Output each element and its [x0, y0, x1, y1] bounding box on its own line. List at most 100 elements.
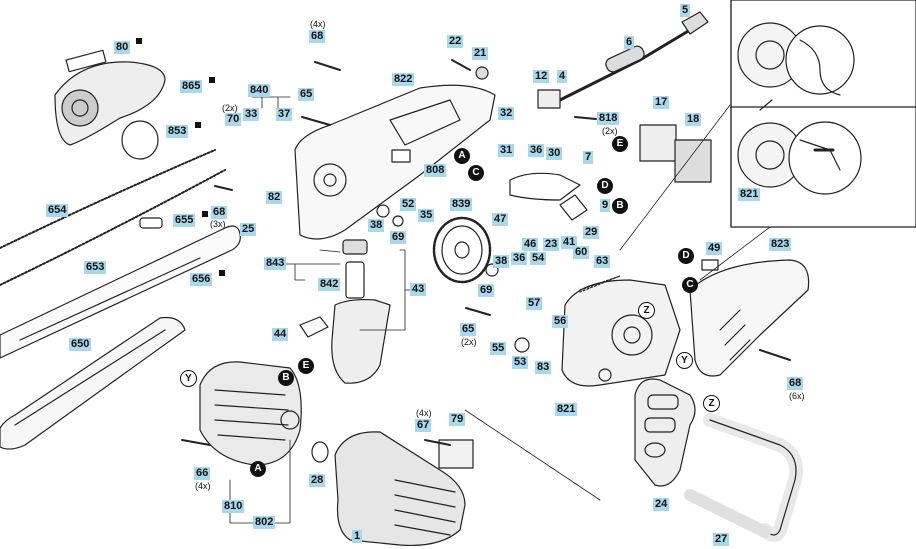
part-callout-22: 22 [447, 35, 464, 48]
part-callout-7: 7 [583, 151, 594, 164]
part-callout-6: 6 [624, 36, 635, 49]
part-callout-865: 865 [180, 80, 203, 93]
part-callout-68: 68 [309, 30, 326, 43]
part-callout-843: 843 [264, 257, 287, 270]
part-callout-842: 842 [318, 278, 341, 291]
drive-gear [432, 216, 492, 284]
part-callout-28: 28 [309, 474, 326, 487]
motor-ring [311, 441, 329, 463]
part-callout-65: 65 [298, 88, 315, 101]
part-callout-37: 37 [276, 108, 293, 121]
housing-half [294, 84, 496, 240]
part-callout-853: 853 [166, 125, 189, 138]
part-callout-36: 36 [511, 252, 528, 265]
part-callout-53: 53 [512, 356, 529, 369]
quantity-note: (4x) [195, 481, 211, 491]
reference-marker-e: E [298, 358, 314, 374]
part-callout-822: 822 [392, 73, 415, 86]
part-callout-32: 32 [498, 107, 515, 120]
handle-bar [684, 413, 803, 542]
reference-marker-b: B [612, 198, 628, 214]
part-callout-49: 49 [706, 242, 723, 255]
part-callout-5: 5 [680, 4, 691, 17]
quantity-note: (4x) [416, 408, 432, 418]
part-callout-802: 802 [253, 516, 276, 529]
new-part-marker [195, 122, 201, 128]
quantity-note: (2x) [222, 103, 238, 113]
part-callout-4: 4 [557, 70, 568, 83]
reference-marker-c: C [468, 165, 484, 181]
part-callout-30: 30 [546, 147, 563, 160]
reference-marker-a: A [250, 461, 266, 477]
reference-marker-c: C [682, 277, 698, 293]
reference-marker-z: Z [638, 302, 655, 319]
part-callout-655: 655 [173, 214, 196, 227]
screws [181, 59, 791, 446]
part-callout-839: 839 [450, 198, 473, 211]
guide-bar [0, 225, 241, 359]
part-callout-810: 810 [222, 500, 245, 513]
part-callout-66: 66 [194, 467, 211, 480]
part-callout-24: 24 [653, 498, 670, 511]
part-callout-821: 821 [738, 188, 761, 201]
quantity-note: (3x) [210, 219, 226, 229]
motor [199, 361, 302, 466]
reference-marker-e: E [612, 136, 628, 152]
sprocket-cover [54, 49, 166, 146]
new-part-marker [219, 270, 225, 276]
part-callout-18: 18 [685, 113, 702, 126]
part-callout-68: 68 [787, 377, 804, 390]
part-callout-82: 82 [266, 191, 283, 204]
part-callout-9: 9 [600, 199, 611, 212]
part-callout-41: 41 [561, 236, 578, 249]
part-callout-29: 29 [583, 226, 600, 239]
part-callout-44: 44 [272, 328, 289, 341]
part-callout-650: 650 [69, 338, 92, 351]
part-callout-840: 840 [248, 84, 271, 97]
reference-marker-y: Y [180, 370, 197, 387]
quantity-note: (2x) [461, 337, 477, 347]
part-callout-69: 69 [390, 231, 407, 244]
part-callout-43: 43 [410, 283, 427, 296]
part-callout-52: 52 [400, 198, 417, 211]
part-callout-38: 38 [368, 219, 385, 232]
part-callout-821: 821 [555, 403, 578, 416]
part-callout-46: 46 [522, 238, 539, 251]
part-callout-68: 68 [211, 206, 228, 219]
part-callout-12: 12 [533, 70, 550, 83]
front-handle-guard [634, 378, 696, 487]
gear-housing [561, 279, 681, 387]
part-callout-57: 57 [526, 297, 543, 310]
small-parts [376, 89, 719, 353]
part-callout-67: 67 [415, 419, 432, 432]
knob-21 [475, 66, 489, 80]
part-callout-33: 33 [243, 108, 260, 121]
part-callout-23: 23 [543, 238, 560, 251]
part-callout-83: 83 [535, 361, 552, 374]
part-callout-70: 70 [225, 113, 242, 126]
part-callout-656: 656 [190, 273, 213, 286]
quantity-note: (6x) [789, 391, 805, 401]
oil-tank [299, 239, 391, 384]
part-callout-60: 60 [573, 246, 590, 259]
detail-inset [730, 0, 916, 228]
reference-marker-b: B [278, 370, 294, 386]
part-callout-823: 823 [769, 238, 792, 251]
saw-chain [0, 149, 226, 286]
part-callout-69: 69 [478, 284, 495, 297]
bar-cover [0, 316, 186, 450]
part-callout-653: 653 [84, 261, 107, 274]
power-cord [558, 11, 709, 102]
part-callout-25: 25 [240, 223, 257, 236]
part-callout-80: 80 [114, 41, 131, 54]
part-callout-56: 56 [552, 315, 569, 328]
part-callout-17: 17 [653, 96, 670, 109]
part-callout-63: 63 [594, 255, 611, 268]
new-part-marker [202, 211, 208, 217]
reference-marker-y: Y [676, 352, 693, 369]
reference-marker-z: Z [703, 395, 720, 412]
part-callout-654: 654 [46, 204, 69, 217]
part-callout-47: 47 [492, 213, 509, 226]
